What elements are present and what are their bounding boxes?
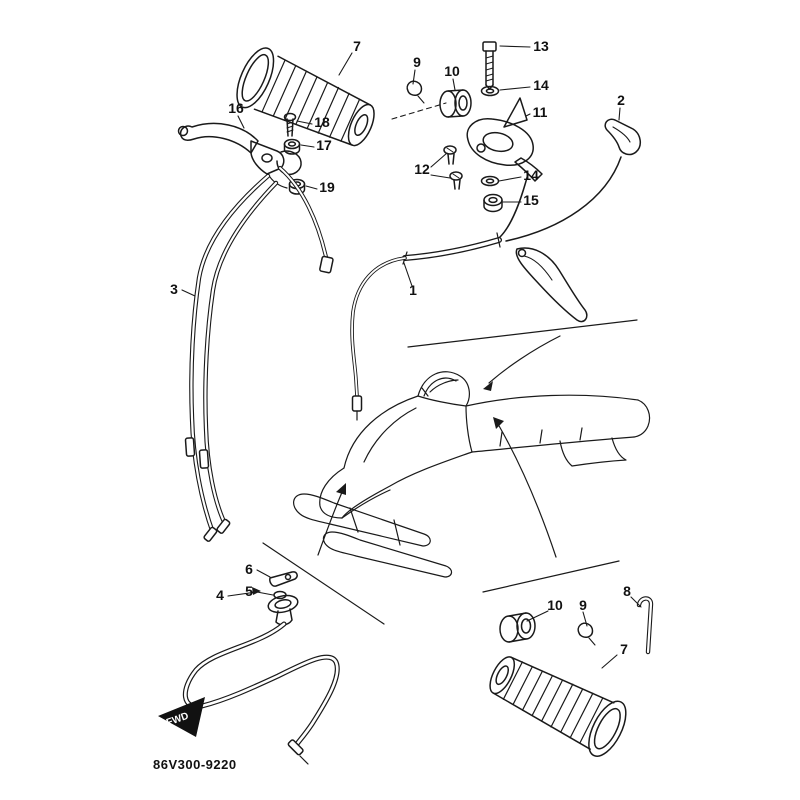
- callout-clip-bottom: 9: [579, 597, 587, 613]
- callout-washer-upper: 14: [533, 77, 549, 93]
- lever-nut-drawing: [283, 138, 301, 155]
- throttle-housing-drawing: [466, 118, 543, 182]
- callout-lever-nut: 17: [316, 137, 332, 153]
- callout-housing-screws: 12: [414, 161, 430, 177]
- pointer-lines: [262, 319, 638, 625]
- throttle-grip-top-drawing: [236, 47, 375, 147]
- cable-holder-drawing: [604, 118, 641, 156]
- callout-cable-holder: 2: [617, 92, 625, 108]
- cable-clip-bottom-drawing: [577, 622, 596, 646]
- callout-brake-cable: 3: [170, 281, 178, 297]
- assembly-axis-dashed-line: [391, 102, 447, 120]
- fwd-marker: FWD: [158, 697, 205, 737]
- housing-screws-drawing: [443, 145, 463, 190]
- washer-upper-drawing: [480, 85, 500, 97]
- callout-lever-screw: 18: [314, 114, 330, 130]
- callout-throttle-cable: 1: [409, 282, 417, 298]
- grip-collar-bottom-drawing: [499, 612, 536, 643]
- brake-cables-drawing: [184, 166, 334, 542]
- starter-lever-assembly-drawing: [182, 571, 340, 765]
- callout-collar-bottom: 10: [547, 597, 563, 613]
- callout-bolt: 13: [533, 38, 549, 54]
- throttle-grip-bottom-drawing: [489, 656, 627, 757]
- callout-grip-bottom: 7: [620, 641, 628, 657]
- lever-screw-drawing: [283, 112, 297, 137]
- rod-drawing: [636, 596, 654, 655]
- callout-starter-cable-assy: 4: [216, 587, 224, 603]
- callout-grip-top: 7: [353, 38, 361, 54]
- housing-pointer-wedge: [503, 97, 528, 128]
- brake-lever-drawing: [177, 122, 302, 189]
- snowmobile-drawing: [293, 371, 651, 578]
- leader-arrowhead-4: [252, 587, 261, 595]
- callout-collar-top: 10: [444, 63, 460, 79]
- callout-clip-top: 9: [413, 54, 421, 70]
- callout-rod: 8: [623, 583, 631, 599]
- nut-lower-drawing: [483, 193, 503, 213]
- callout-nut-lower: 15: [523, 192, 539, 208]
- washer-lower-drawing: [480, 175, 500, 187]
- bolt-drawing: [482, 41, 497, 90]
- part-code: 86V300-9220: [153, 757, 237, 772]
- lever-arm-drawing: [515, 247, 588, 323]
- callout-clamp-nut: 19: [319, 179, 335, 195]
- fwd-arrow-icon: [158, 697, 205, 737]
- callout-starter-washer: 5: [245, 583, 253, 599]
- grip-collar-top-drawing: [439, 89, 472, 118]
- callout-washer-lower: 14: [523, 167, 539, 183]
- cable-clip-top-drawing: [406, 80, 425, 104]
- leader-lines: [181, 45, 642, 669]
- throttle-cable-drawing: [350, 156, 622, 421]
- callout-starter-lever: 6: [245, 561, 253, 577]
- callout-throttle-housing: 11: [533, 104, 548, 120]
- callout-brake-lever: 16: [228, 100, 244, 116]
- callout-labels: 7 9 10 13 14 11 2 16 18 17 19 12 14 15 1…: [170, 38, 631, 657]
